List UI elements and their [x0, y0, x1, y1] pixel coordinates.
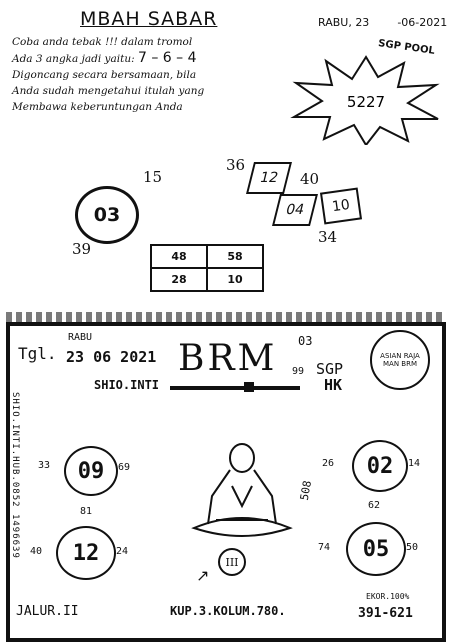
card-bottom-right-number: 391-621	[358, 606, 413, 621]
burst-number: 5227	[347, 93, 385, 111]
monk-icon	[191, 443, 293, 537]
card-top-edge	[6, 312, 446, 322]
card-date: 23 06 2021	[66, 348, 157, 366]
ring-top-left: 09	[64, 446, 118, 496]
diamond-box: 12	[246, 162, 292, 194]
card-day: RABU	[68, 332, 93, 343]
ring-side-number: 50	[406, 542, 419, 553]
riddle-text: Coba anda tebak !!! dalam tromol Ada 3 a…	[12, 34, 212, 115]
riddle-line: Digoncang secara bersamaan, bila	[12, 69, 197, 81]
date-day: RABU, 23	[318, 16, 370, 29]
ring-bottom-right: 05	[346, 522, 406, 576]
bar-marker	[244, 382, 254, 392]
ring-side-number: 40	[30, 546, 43, 557]
grid-cell: 10	[206, 267, 264, 292]
riddle-line: Membawa keberuntungan Anda	[12, 101, 183, 113]
stamp-seal: ASIAN RAJA MAN BRM	[370, 330, 430, 390]
riddle-line: Ada 3 angka jadi yaitu: 7 – 6 – 4	[12, 50, 212, 67]
card-market: HK	[324, 376, 343, 394]
ring-side-number: 33	[38, 460, 51, 471]
card-jalur: JALUR.II	[16, 604, 79, 619]
card-small-number: 03	[298, 334, 313, 348]
page-title: MBAH SABAR	[80, 8, 218, 30]
diamond-number: 40	[300, 170, 320, 188]
riddle-digits: 7 – 6 – 4	[137, 50, 197, 66]
roman-numeral-circle: III	[218, 548, 246, 576]
grid-cell: 48	[150, 244, 208, 269]
main-circle: 03	[75, 186, 139, 244]
ring-top-right: 02	[352, 440, 408, 492]
diamond-number: 34	[318, 228, 338, 246]
circle-bottom-left-number: 39	[72, 240, 92, 258]
ring-bottom-left: 12	[56, 526, 116, 580]
riddle-prefix: Ada 3 angka jadi yaitu:	[12, 53, 135, 65]
grid-cell: 28	[150, 267, 208, 292]
card-small-number: 99	[292, 366, 305, 377]
riddle-line: Coba anda tebak !!! dalam tromol	[12, 36, 193, 48]
circle-top-right-number: 15	[143, 168, 163, 186]
diamond-box: 04	[272, 194, 318, 226]
ring-side-number: 24	[116, 546, 129, 557]
grid-cell: 58	[206, 244, 264, 269]
card-brand: BRM	[178, 338, 278, 379]
card-shio: SHIO.INTI	[94, 378, 160, 392]
ring-side-number: 74	[318, 542, 331, 553]
card-market: SGP	[316, 360, 344, 378]
underline-bar	[170, 386, 300, 390]
card-ekor: EKOR.100%	[366, 592, 410, 601]
card-kup: KUP.3.KOLUM.780.	[170, 604, 286, 618]
date-month-year: -06-2021	[397, 16, 448, 29]
ring-side-number: 81	[80, 506, 93, 517]
arrow-icon: ↗	[196, 566, 210, 585]
ring-side-number: 69	[118, 462, 131, 473]
card-tgl: Tgl.	[18, 344, 57, 363]
diamond-box: 10	[319, 187, 363, 225]
diamond-number: 36	[226, 156, 246, 174]
ring-side-number: 62	[368, 500, 381, 511]
vertical-contact-text: SHIO.INTI.HUB.0852 1496639	[10, 392, 20, 559]
starburst-icon: 5227	[290, 55, 440, 145]
ring-side-number: 14	[408, 458, 421, 469]
ring-side-number: 26	[322, 458, 335, 469]
riddle-line: Anda sudah mengetahui itulah yang	[12, 85, 205, 97]
date-label: RABU, 23 -06-2021	[318, 16, 447, 29]
